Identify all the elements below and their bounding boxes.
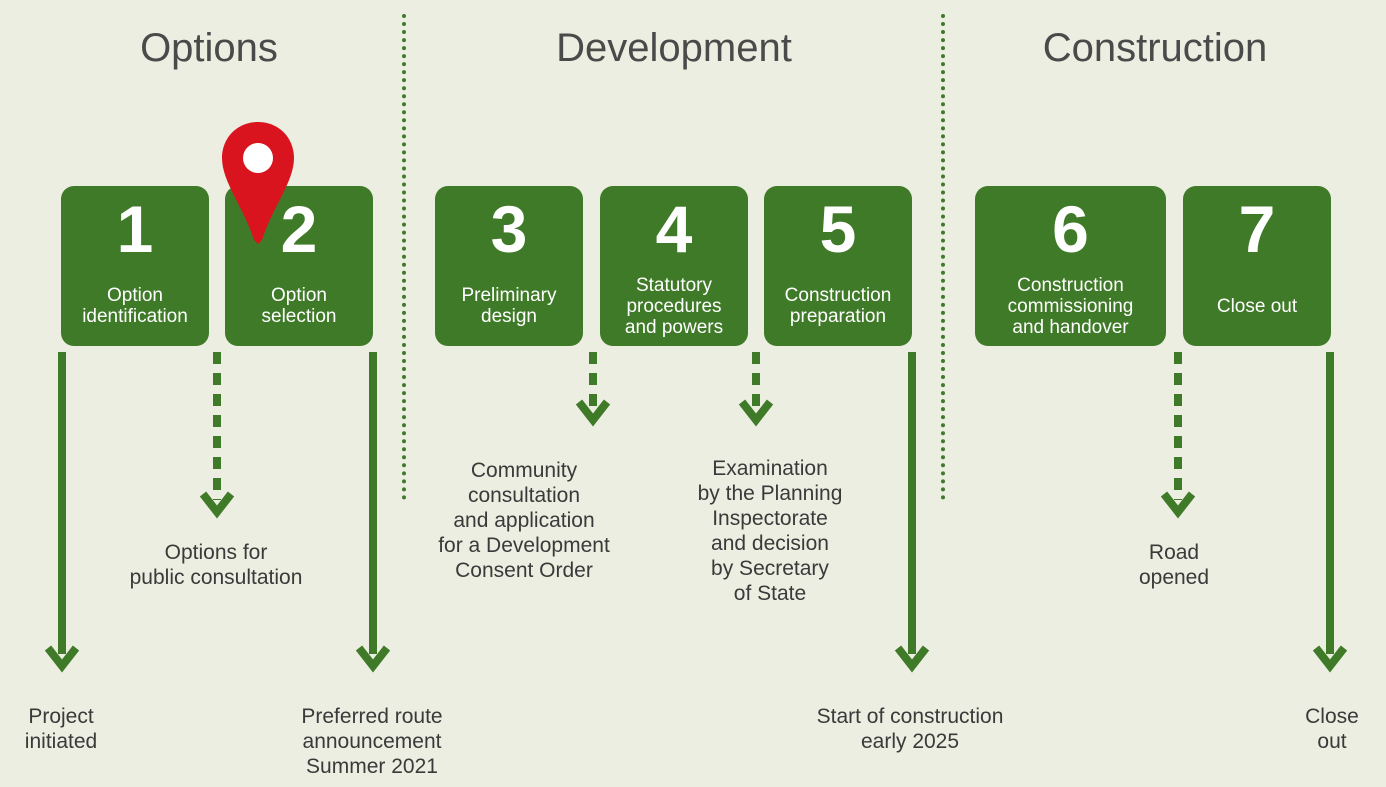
stage-label: Close out	[1216, 295, 1298, 317]
phase-title-development: Development	[556, 26, 792, 70]
down-arrow-icon	[894, 352, 930, 673]
milestone-options-public-consultation: Options for public consultation	[129, 541, 303, 589]
stage-number: 3	[490, 192, 528, 266]
stage-box-1: 1 Option identification	[61, 186, 209, 346]
down-arrow-icon	[44, 352, 80, 673]
stage-box-5: 5 Construction preparation	[764, 186, 912, 346]
stage-label: Construction preparation	[784, 285, 892, 327]
milestone-community-consultation: Community consultation and application f…	[438, 459, 610, 582]
stage-label: Option selection	[261, 285, 337, 327]
dashed-down-arrow-icon	[1160, 352, 1196, 519]
milestone-examination: Examination by the Planning Inspectorate…	[697, 457, 843, 605]
stage-box-6: 6 Construction commissioning and handove…	[975, 186, 1166, 346]
down-arrow-icon	[1312, 352, 1348, 673]
dashed-down-arrow-icon	[575, 352, 611, 427]
milestone-start-of-construction: Start of construction early 2025	[816, 705, 1004, 753]
stage-box-4: 4 Statutory procedures and powers	[600, 186, 748, 346]
milestone-project-initiated: Project initiated	[24, 705, 98, 753]
stage-number: 2	[280, 192, 318, 266]
stage-label: Preliminary design	[461, 285, 557, 327]
milestone-preferred-route: Preferred route announcement Summer 2021	[301, 705, 443, 778]
dashed-down-arrow-icon	[199, 352, 235, 519]
down-arrow-icon	[355, 352, 391, 673]
stage-box-3: 3 Preliminary design	[435, 186, 583, 346]
stage-number: 1	[116, 192, 154, 266]
phase-divider	[941, 14, 945, 500]
stage-number: 7	[1238, 192, 1276, 266]
phase-divider	[402, 14, 406, 500]
phase-title-options: Options	[140, 26, 278, 70]
stage-number: 5	[819, 192, 857, 266]
milestone-road-opened: Road opened	[1138, 541, 1210, 589]
dashed-down-arrow-icon	[738, 352, 774, 427]
stage-number: 6	[1052, 192, 1089, 266]
stage-box-7: 7 Close out	[1183, 186, 1331, 346]
stage-label: Construction commissioning and handover	[1007, 274, 1134, 338]
milestone-close-out: Close out	[1305, 705, 1359, 753]
map-pin-icon	[222, 122, 294, 244]
stage-label: Option identification	[82, 285, 188, 327]
phase-title-construction: Construction	[1042, 26, 1268, 70]
stage-label: Statutory procedures and powers	[624, 274, 724, 338]
stage-number: 4	[655, 192, 693, 266]
